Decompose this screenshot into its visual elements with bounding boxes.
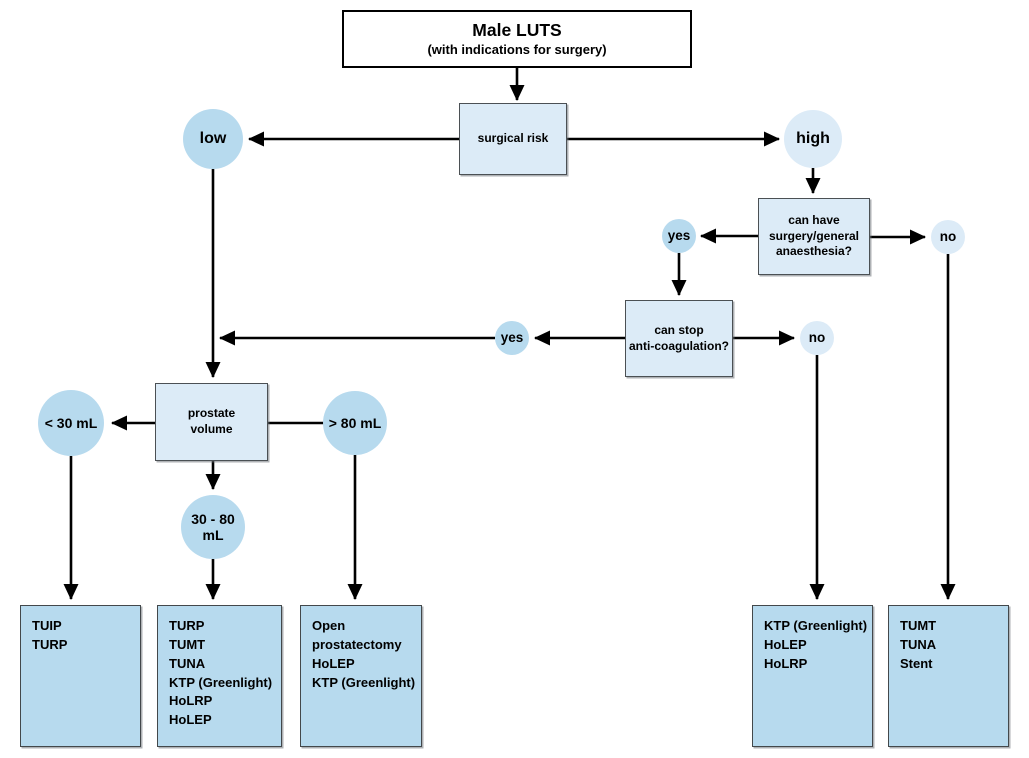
branch-volume-mid: 30 - 80 mL xyxy=(181,495,245,559)
result-box-no-anaesthesia: TUMT TUNA Stent xyxy=(888,605,1009,747)
branch-low: low xyxy=(183,109,243,169)
branch-no-anaesthesia: no xyxy=(931,220,965,254)
title-box: Male LUTS (with indications for surgery) xyxy=(342,10,692,68)
branch-yes-anticoagulation: yes xyxy=(495,321,529,355)
result-box-no-anticoagulation: KTP (Greenlight) HoLEP HoLRP xyxy=(752,605,873,747)
decision-surgical-risk: surgical risk xyxy=(459,103,567,175)
decision-anaesthesia: can have surgery/general anaesthesia? xyxy=(758,198,870,275)
branch-volume-lt30: < 30 mL xyxy=(38,390,104,456)
branch-high: high xyxy=(784,110,842,168)
result-box-mid-volume: TURP TUMT TUNA KTP (Greenlight) HoLRP Ho… xyxy=(157,605,282,747)
decision-prostate-volume: prostate volume xyxy=(155,383,268,461)
branch-yes-anaesthesia: yes xyxy=(662,219,696,253)
result-box-gt80: Open prostatectomy HoLEP KTP (Greenlight… xyxy=(300,605,422,747)
branch-volume-gt80: > 80 mL xyxy=(323,391,387,455)
decision-anticoagulation: can stop anti-coagulation? xyxy=(625,300,733,377)
branch-no-anticoagulation: no xyxy=(800,321,834,355)
result-box-lt30: TUIP TURP xyxy=(20,605,141,747)
page-title: Male LUTS xyxy=(472,20,562,41)
page-subtitle: (with indications for surgery) xyxy=(427,42,607,58)
